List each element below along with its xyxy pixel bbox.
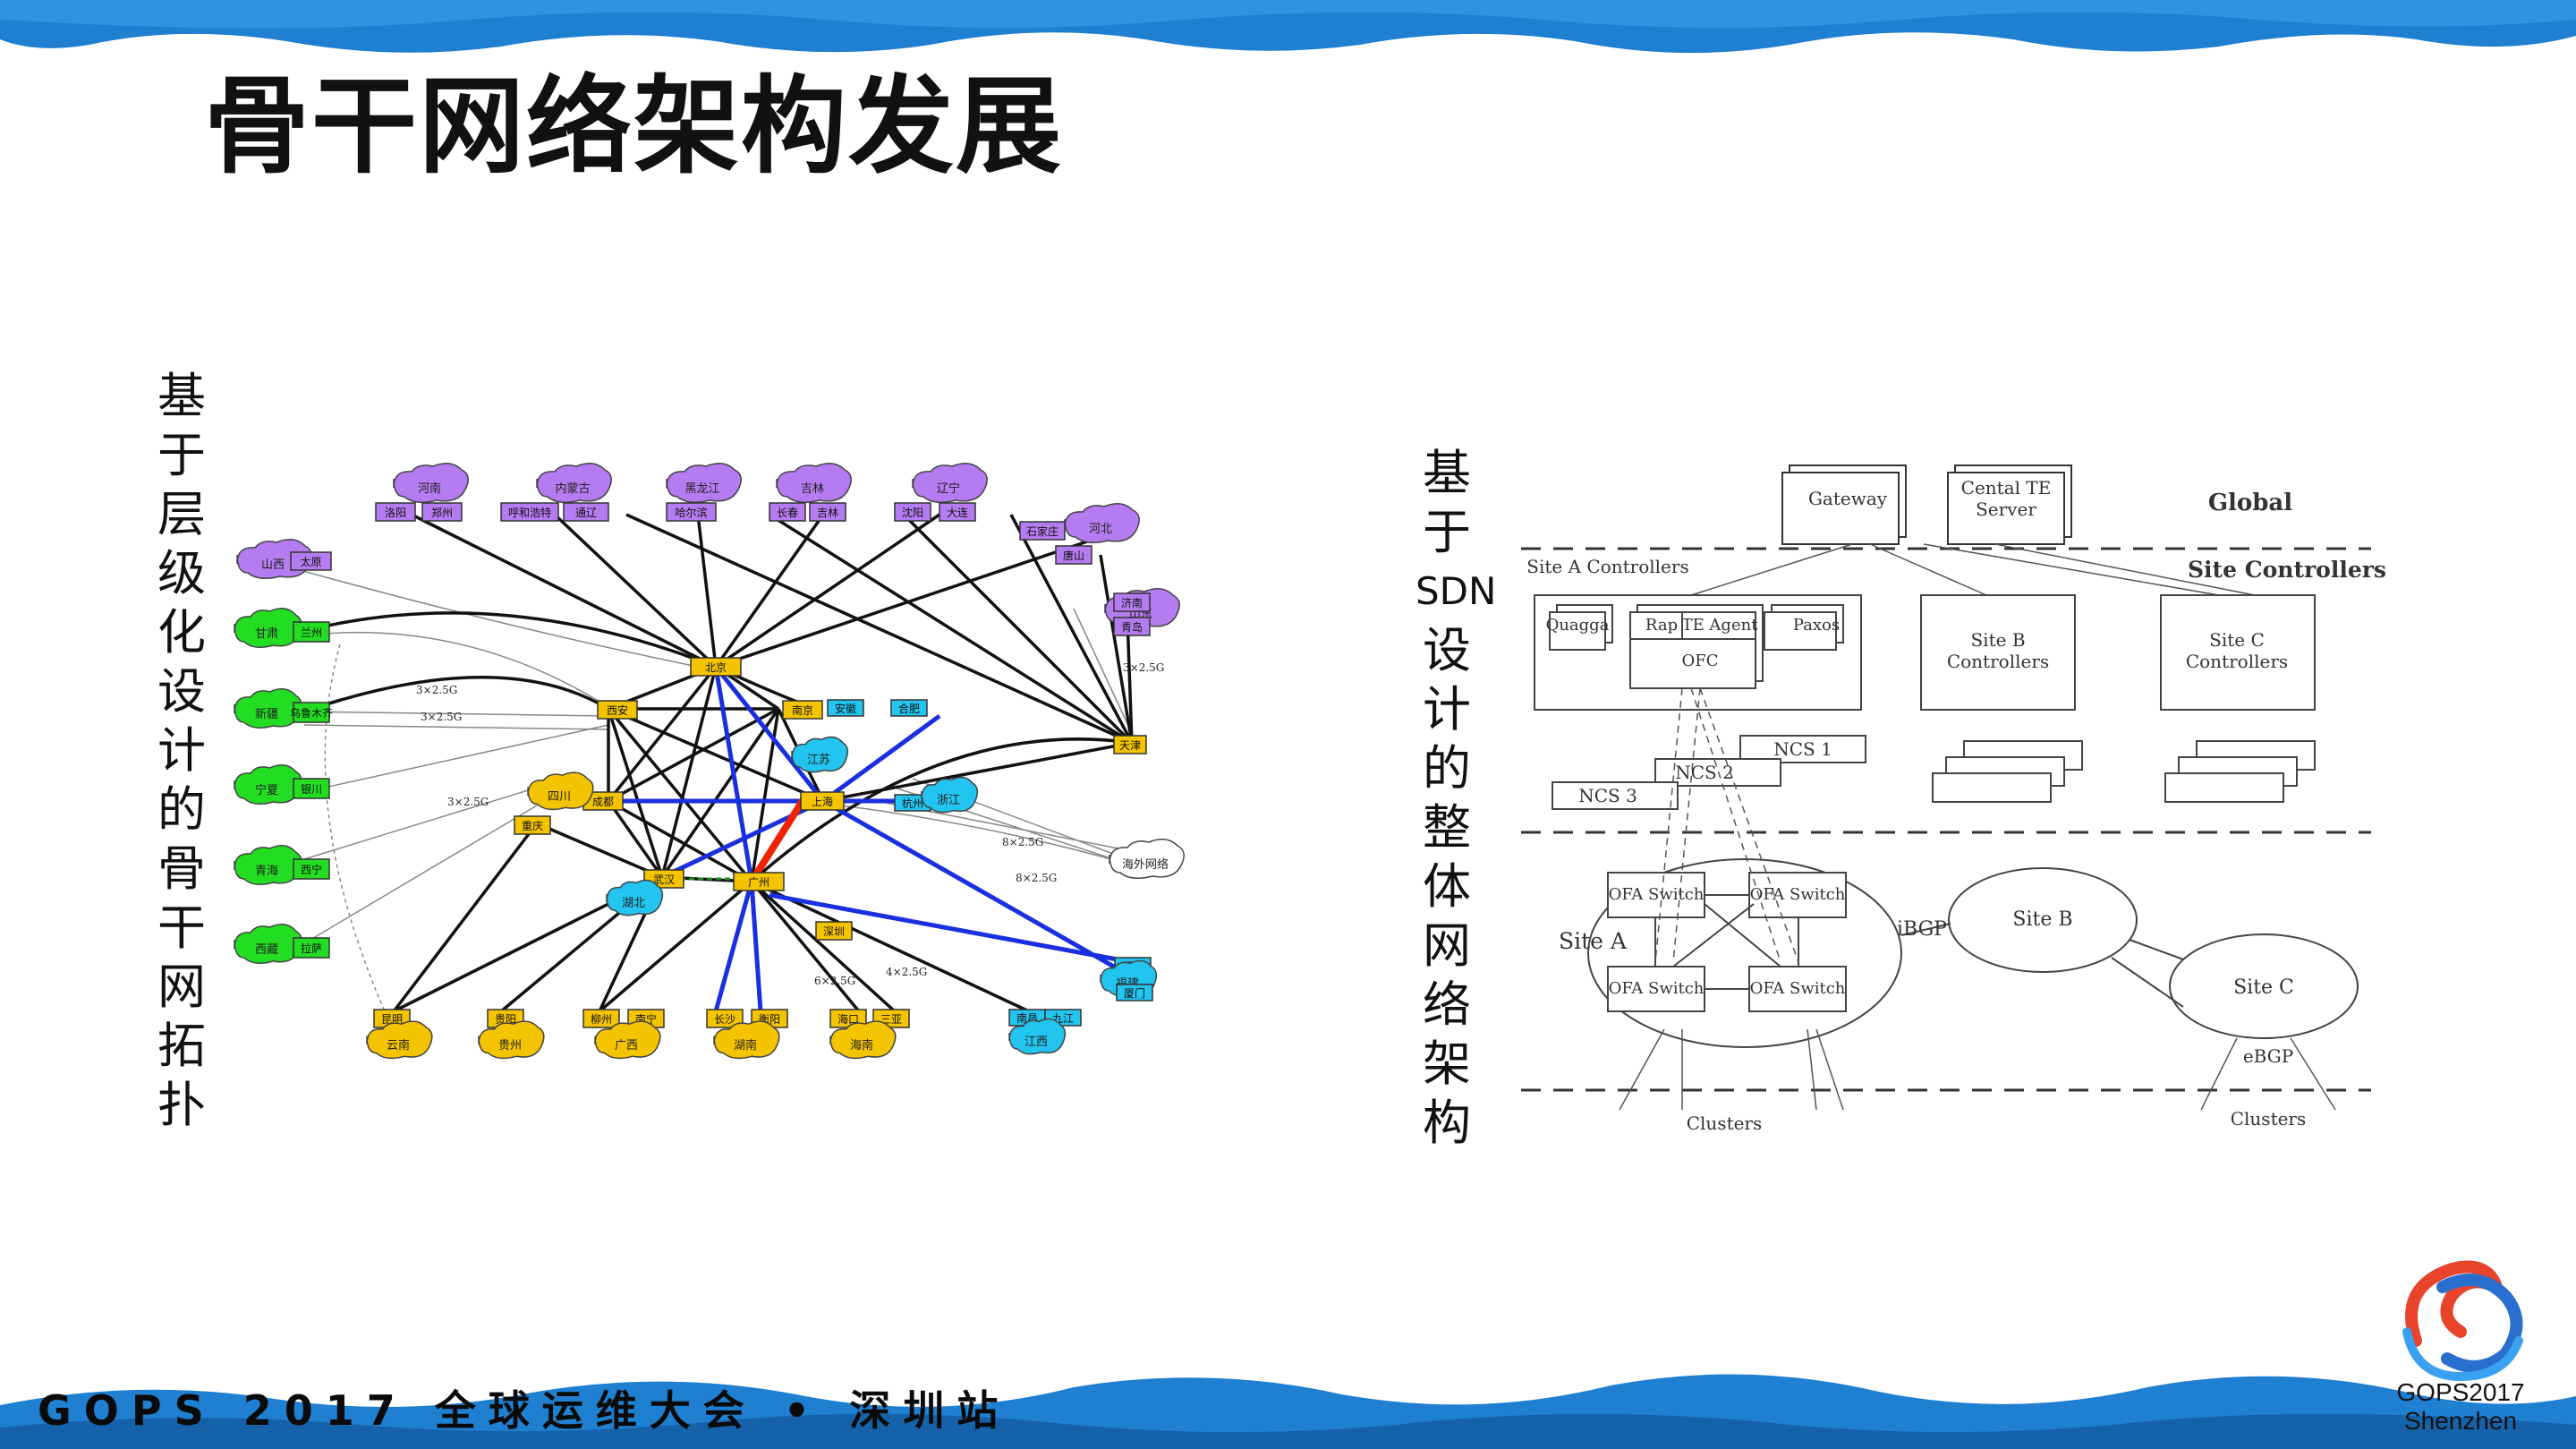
footer-event-name: GOPS 2017 全球运维大会 • 深圳站 xyxy=(38,1386,1011,1435)
caption-char: 网 xyxy=(157,959,206,1015)
ncs3-label: NCS 3 xyxy=(1578,785,1637,806)
caption-char: 设 xyxy=(1423,622,1471,678)
caption-char: 络 xyxy=(1423,976,1471,1033)
caption-char: 计 xyxy=(157,722,206,779)
logo-text: GOPS2017 Shenzhen xyxy=(2380,1378,2541,1436)
site-c-ctrl-label-2: Controllers xyxy=(2186,651,2288,672)
red-link xyxy=(748,794,809,884)
caption-char: 层 xyxy=(157,486,206,542)
te-server-label-2: Server xyxy=(1976,499,2036,520)
caption-char: 骨 xyxy=(157,840,206,897)
caption-char: 构 xyxy=(1423,1095,1471,1151)
caption-char: 的 xyxy=(157,781,206,838)
site-b-ctrl-label-1: Site B xyxy=(1970,629,2025,651)
paxos-label: Paxos xyxy=(1793,616,1840,635)
caption-char: 计 xyxy=(1423,681,1471,737)
quagga-label: Quagga xyxy=(1546,616,1610,635)
caption-char: 扑 xyxy=(157,1077,206,1133)
site-b-ctrl-label-2: Controllers xyxy=(1947,651,2049,672)
caption-char: 网 xyxy=(1423,917,1471,974)
ofa-switch-label: OFA Switch xyxy=(1609,885,1705,904)
site-b-label: Site B xyxy=(2012,908,2072,931)
site-c-label: Site C xyxy=(2233,976,2294,999)
bottom-brush-band xyxy=(0,1374,2576,1449)
site-a-controllers-label: Site A Controllers xyxy=(1526,556,1688,577)
logo-line2: Shenzhen xyxy=(2403,1407,2518,1435)
te-agent-label: TE Agent xyxy=(1682,616,1759,635)
caption-char: 基 xyxy=(1423,445,1471,501)
caption-char: 体 xyxy=(1423,858,1471,915)
caption-char: 化 xyxy=(157,604,206,661)
caption-char: 架 xyxy=(1423,1036,1471,1092)
right-vertical-caption: 基 于 SDN 设 计 的 整 体 网 络 架 构 xyxy=(1416,444,1497,1153)
ofa-switch-label: OFA Switch xyxy=(1750,885,1846,904)
site-a-label: Site A xyxy=(1559,928,1628,954)
te-server-label-1: Cental TE xyxy=(1961,477,2052,499)
thin-links xyxy=(276,563,1137,1012)
clusters-label: Clusters xyxy=(1687,1112,1763,1134)
caption-word-sdn: SDN xyxy=(1416,569,1497,613)
ibgp-label: iBGP xyxy=(1897,918,1947,941)
left-vertical-caption: 基 于 层 级 化 设 计 的 骨 干 网 拓 扑 xyxy=(150,367,213,1135)
hierarchical-topology-diagram xyxy=(276,513,1147,1013)
black-links xyxy=(303,513,1134,1013)
sdn-architecture-diagram: Gateway Cental TE Server Global Site A C… xyxy=(1521,465,2386,1134)
caption-char: 基 xyxy=(157,368,206,424)
slide-title: 骨干网络架构发展 xyxy=(204,64,1064,188)
ofa-switch-label: OFA Switch xyxy=(1750,979,1846,998)
caption-char: 干 xyxy=(157,899,206,956)
caption-char: 整 xyxy=(1423,799,1471,856)
caption-char: 的 xyxy=(1423,740,1471,797)
gateway-label: Gateway xyxy=(1808,488,1888,509)
caption-char: 级 xyxy=(157,545,206,601)
gops-logo-icon xyxy=(2402,1260,2523,1382)
ofc-label: OFC xyxy=(1681,652,1718,670)
caption-char: 于 xyxy=(1423,504,1471,560)
caption-char: 设 xyxy=(157,663,206,720)
ncs2-label: NCS 2 xyxy=(1675,762,1734,783)
site-controllers-label: Site Controllers xyxy=(2188,557,2386,583)
ofa-switch-label: OFA Switch xyxy=(1609,979,1705,998)
ebgp-label: eBGP xyxy=(2243,1045,2293,1067)
caption-char: 拓 xyxy=(157,1018,206,1074)
caption-char: 于 xyxy=(157,427,206,483)
top-brush-band xyxy=(0,0,2576,54)
global-label: Global xyxy=(2208,490,2292,516)
site-c-ctrl-label-1: Site C xyxy=(2209,629,2265,651)
ncs1-label: NCS 1 xyxy=(1773,738,1832,760)
clusters-label: Clusters xyxy=(2231,1108,2307,1129)
rap-label: Rap xyxy=(1645,616,1678,635)
logo-line1: GOPS2017 xyxy=(2396,1378,2525,1406)
